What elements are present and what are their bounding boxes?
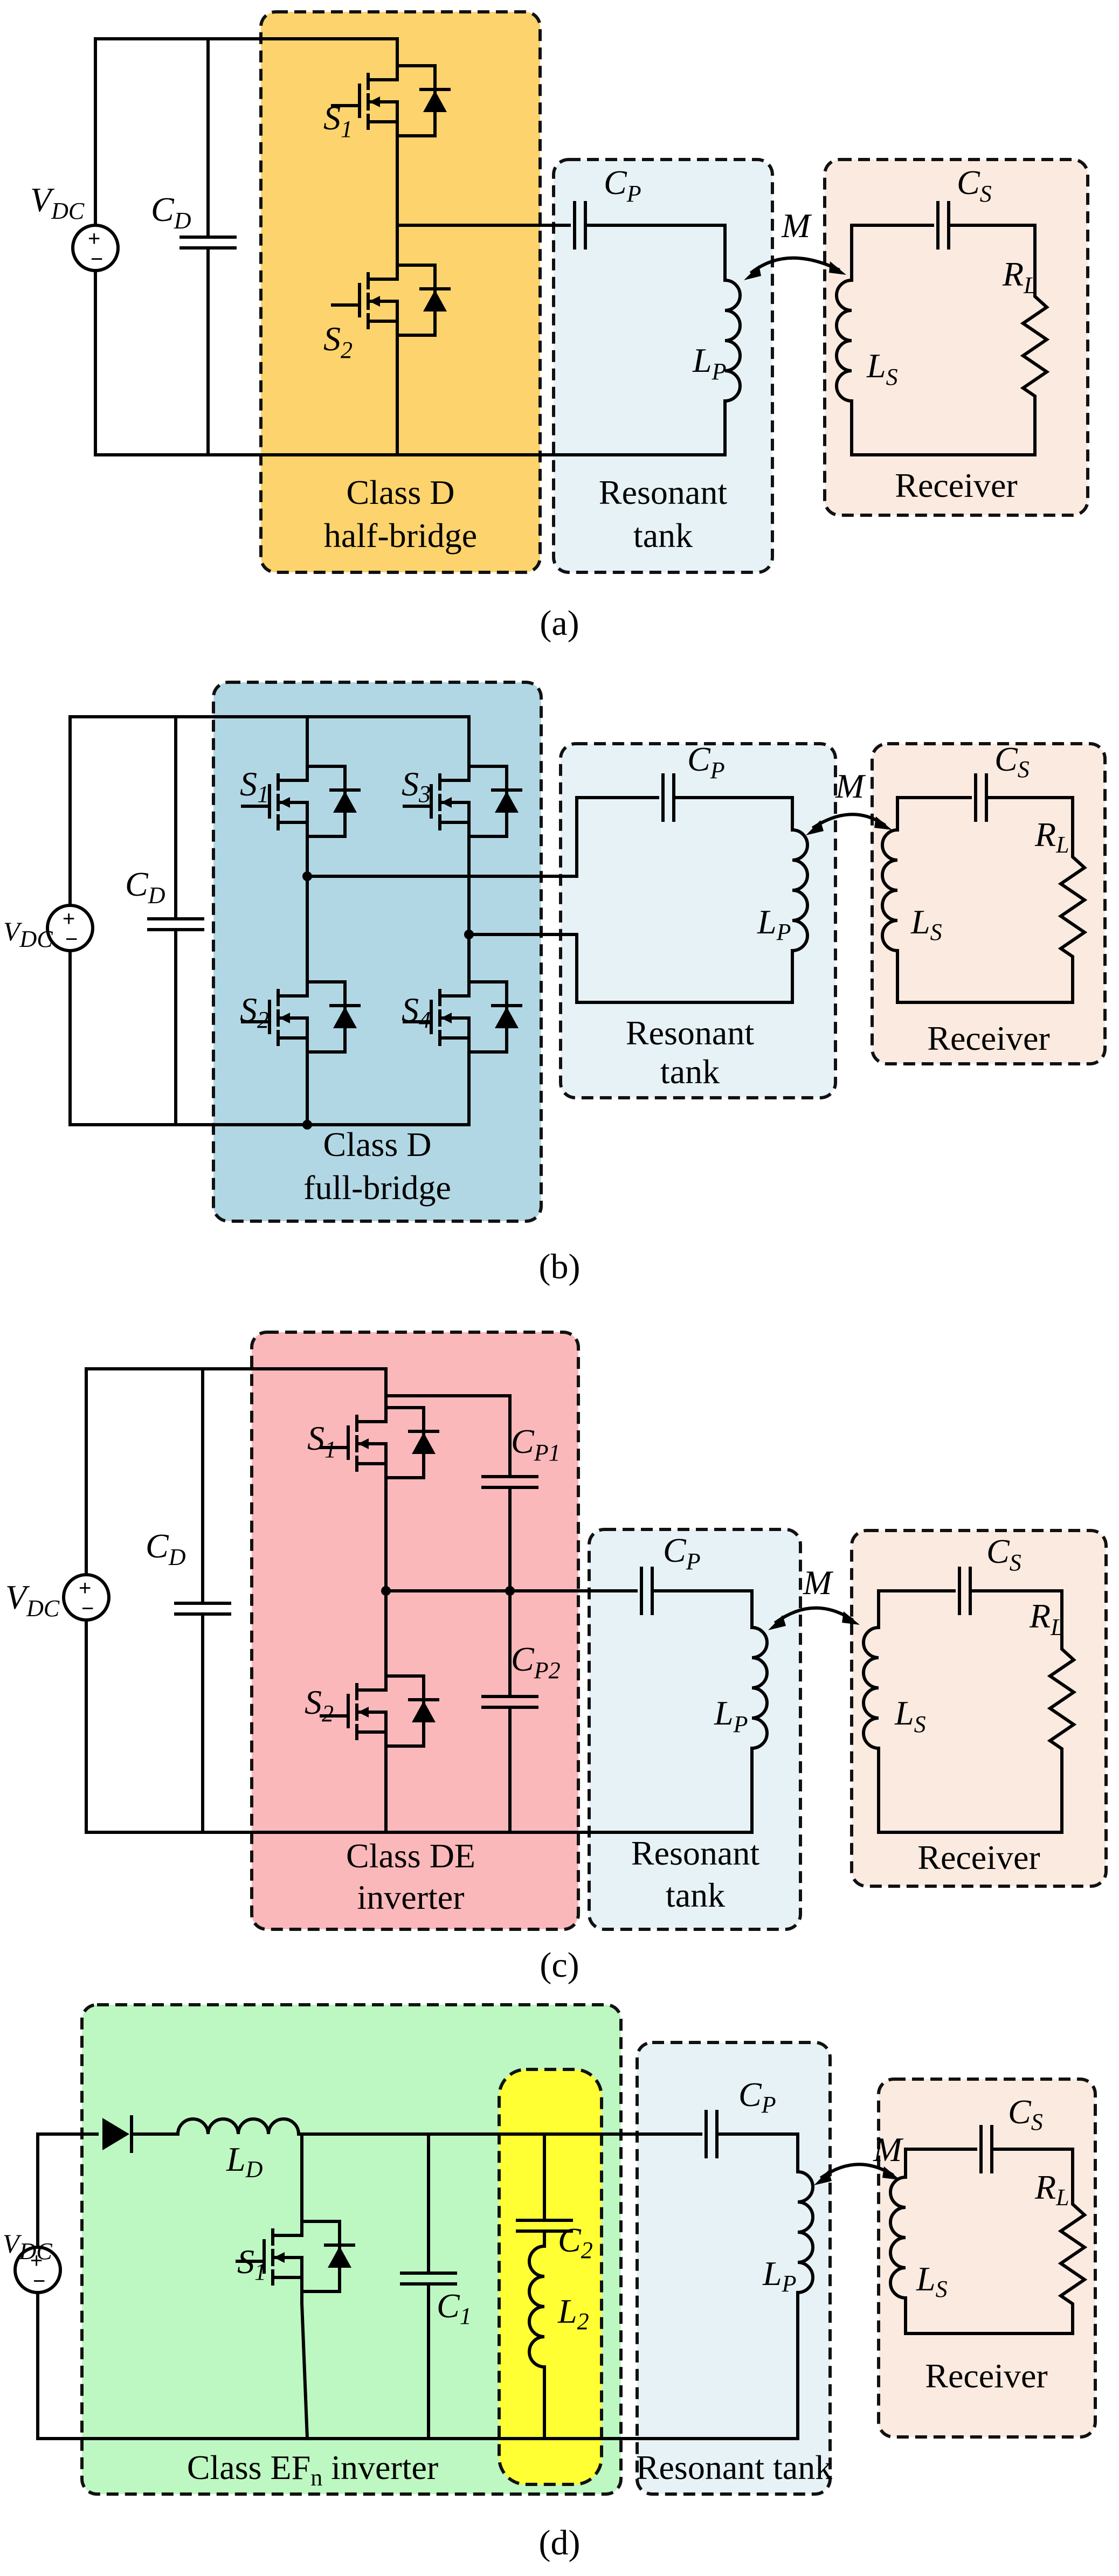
label-ls-a: LS — [866, 347, 898, 390]
inverter-label-b-2: full-bridge — [303, 1168, 451, 1207]
label-lp-a: LP — [692, 341, 726, 385]
receiver-box-d — [877, 2078, 1097, 2439]
label-s3-b: S3 — [402, 765, 431, 807]
resonant-tank-box-b — [559, 742, 837, 1099]
label-cs-d: CS — [1008, 2093, 1043, 2135]
panel-b: VDC CD S1 S3 S2 S4 CP LP M CS LS RL Clas… — [3, 681, 1107, 1286]
caption-c: (c) — [540, 1945, 579, 1985]
label-lp-d: LP — [762, 2254, 796, 2297]
inverter-label-c-2: inverter — [357, 1878, 465, 1916]
receiver-label-c: Receiver — [917, 1838, 1040, 1876]
label-s1-a: S1 — [323, 99, 353, 142]
label-c2-d: C2 — [558, 2221, 593, 2263]
tank-label-b-2: tank — [660, 1052, 720, 1091]
capacitor-cd-icon — [176, 1603, 230, 1614]
tank-label-c-1: Resonant — [631, 1834, 759, 1872]
inverter-label-a-1: Class D — [347, 473, 455, 511]
inverter-label-b-1: Class D — [323, 1125, 432, 1164]
label-cp2-c: CP2 — [511, 1640, 561, 1684]
class-d-half-bridge-box — [259, 10, 542, 574]
label-ls-c: LS — [894, 1694, 926, 1737]
label-s4-b: S4 — [402, 991, 431, 1033]
panel-d: VDC LD S1 C1 C2 L2 CP LP M CS LS RL Clas… — [3, 2003, 1097, 2563]
dc-source-icon — [64, 1575, 109, 1621]
class-ef-inverter-box — [80, 2003, 623, 2496]
receiver-box-a — [823, 158, 1089, 517]
panel-c: VDC CD S1 S2 CP1 CP2 CP LP M CS LS RL Cl… — [5, 1331, 1108, 1985]
label-l2-d: L2 — [557, 2292, 589, 2335]
label-ls-b: LS — [910, 903, 942, 945]
label-lp-b: LP — [757, 903, 791, 945]
label-cd-c: CD — [146, 1527, 186, 1570]
ef-filter-box — [498, 2068, 603, 2486]
label-cp-d: CP — [738, 2075, 776, 2118]
label-cd-a: CD — [151, 190, 191, 234]
label-cp-a: CP — [604, 163, 641, 207]
caption-a: (a) — [540, 604, 579, 643]
label-s1-b: S1 — [240, 765, 269, 807]
caption-b: (b) — [539, 1247, 581, 1286]
tank-label-a-1: Resonant — [599, 473, 727, 511]
inverter-label-a-2: half-bridge — [324, 516, 477, 555]
label-cs-a: CS — [957, 163, 992, 207]
tank-label-d: Resonant tank — [636, 2448, 832, 2487]
label-m-b: M — [835, 767, 866, 805]
tank-label-c-2: tank — [666, 1876, 725, 1914]
label-rl-a: RL — [1002, 255, 1037, 299]
label-rl-b: RL — [1034, 815, 1069, 858]
label-vdc-c: VDC — [5, 1578, 60, 1622]
tank-label-b-1: Resonant — [626, 1014, 754, 1052]
resonant-tank-box-c — [588, 1528, 802, 1931]
mutual-coupling-arrow — [749, 256, 840, 275]
receiver-box-c — [850, 1529, 1108, 1888]
tank-label-a-2: tank — [633, 516, 693, 555]
label-s2-b: S2 — [240, 991, 269, 1033]
label-cs-c: CS — [986, 1532, 1021, 1576]
receiver-label-b: Receiver — [927, 1019, 1049, 1057]
label-ld-d: LD — [226, 2140, 263, 2183]
inverter-label-c-1: Class DE — [346, 1837, 475, 1875]
caption-d: (d) — [539, 2523, 581, 2563]
class-d-full-bridge-box — [212, 681, 543, 1223]
resonant-tank-box-d — [636, 2041, 832, 2496]
inverter-label-d: Class EFn inverter — [187, 2448, 438, 2491]
receiver-label-a: Receiver — [895, 466, 1017, 504]
label-m-a: M — [781, 206, 812, 245]
label-m-c: M — [803, 1563, 834, 1602]
label-s1-c: S1 — [307, 1419, 336, 1463]
label-cp1-c: CP1 — [511, 1422, 561, 1466]
label-cp-c: CP — [663, 1531, 701, 1575]
label-s1-d: S1 — [237, 2242, 266, 2285]
capacitor-cd-icon — [149, 919, 203, 930]
label-vdc-a: VDC — [30, 181, 85, 224]
label-ls-d: LS — [916, 2260, 948, 2302]
label-s2-c: S2 — [305, 1683, 334, 1727]
mutual-coupling-arrow — [773, 1606, 854, 1625]
panel-a: VDC CD S1 S2 CP LP M CS LS RL Class D ha… — [30, 10, 1089, 643]
label-rl-c: RL — [1029, 1597, 1064, 1640]
resonant-tank-box-a — [552, 158, 774, 574]
label-s2-a: S2 — [323, 320, 353, 363]
label-cp-b: CP — [687, 740, 725, 784]
label-vdc-b: VDC — [3, 916, 53, 952]
receiver-label-d: Receiver — [925, 2357, 1047, 2395]
dc-source-icon — [47, 905, 93, 951]
label-m-d: M — [873, 2130, 904, 2169]
label-cd-b: CD — [125, 865, 165, 909]
label-c1-d: C1 — [437, 2287, 472, 2329]
capacitor-cd-icon — [181, 237, 235, 248]
label-cs-b: CS — [994, 740, 1030, 783]
label-vdc-d: VDC — [3, 2228, 52, 2265]
diode-icon — [102, 2118, 129, 2150]
label-rl-d: RL — [1034, 2168, 1069, 2211]
class-de-inverter-box — [250, 1331, 580, 1931]
receiver-box-b — [871, 742, 1107, 1065]
label-lp-c: LP — [714, 1694, 748, 1737]
dc-source-icon — [73, 225, 118, 271]
